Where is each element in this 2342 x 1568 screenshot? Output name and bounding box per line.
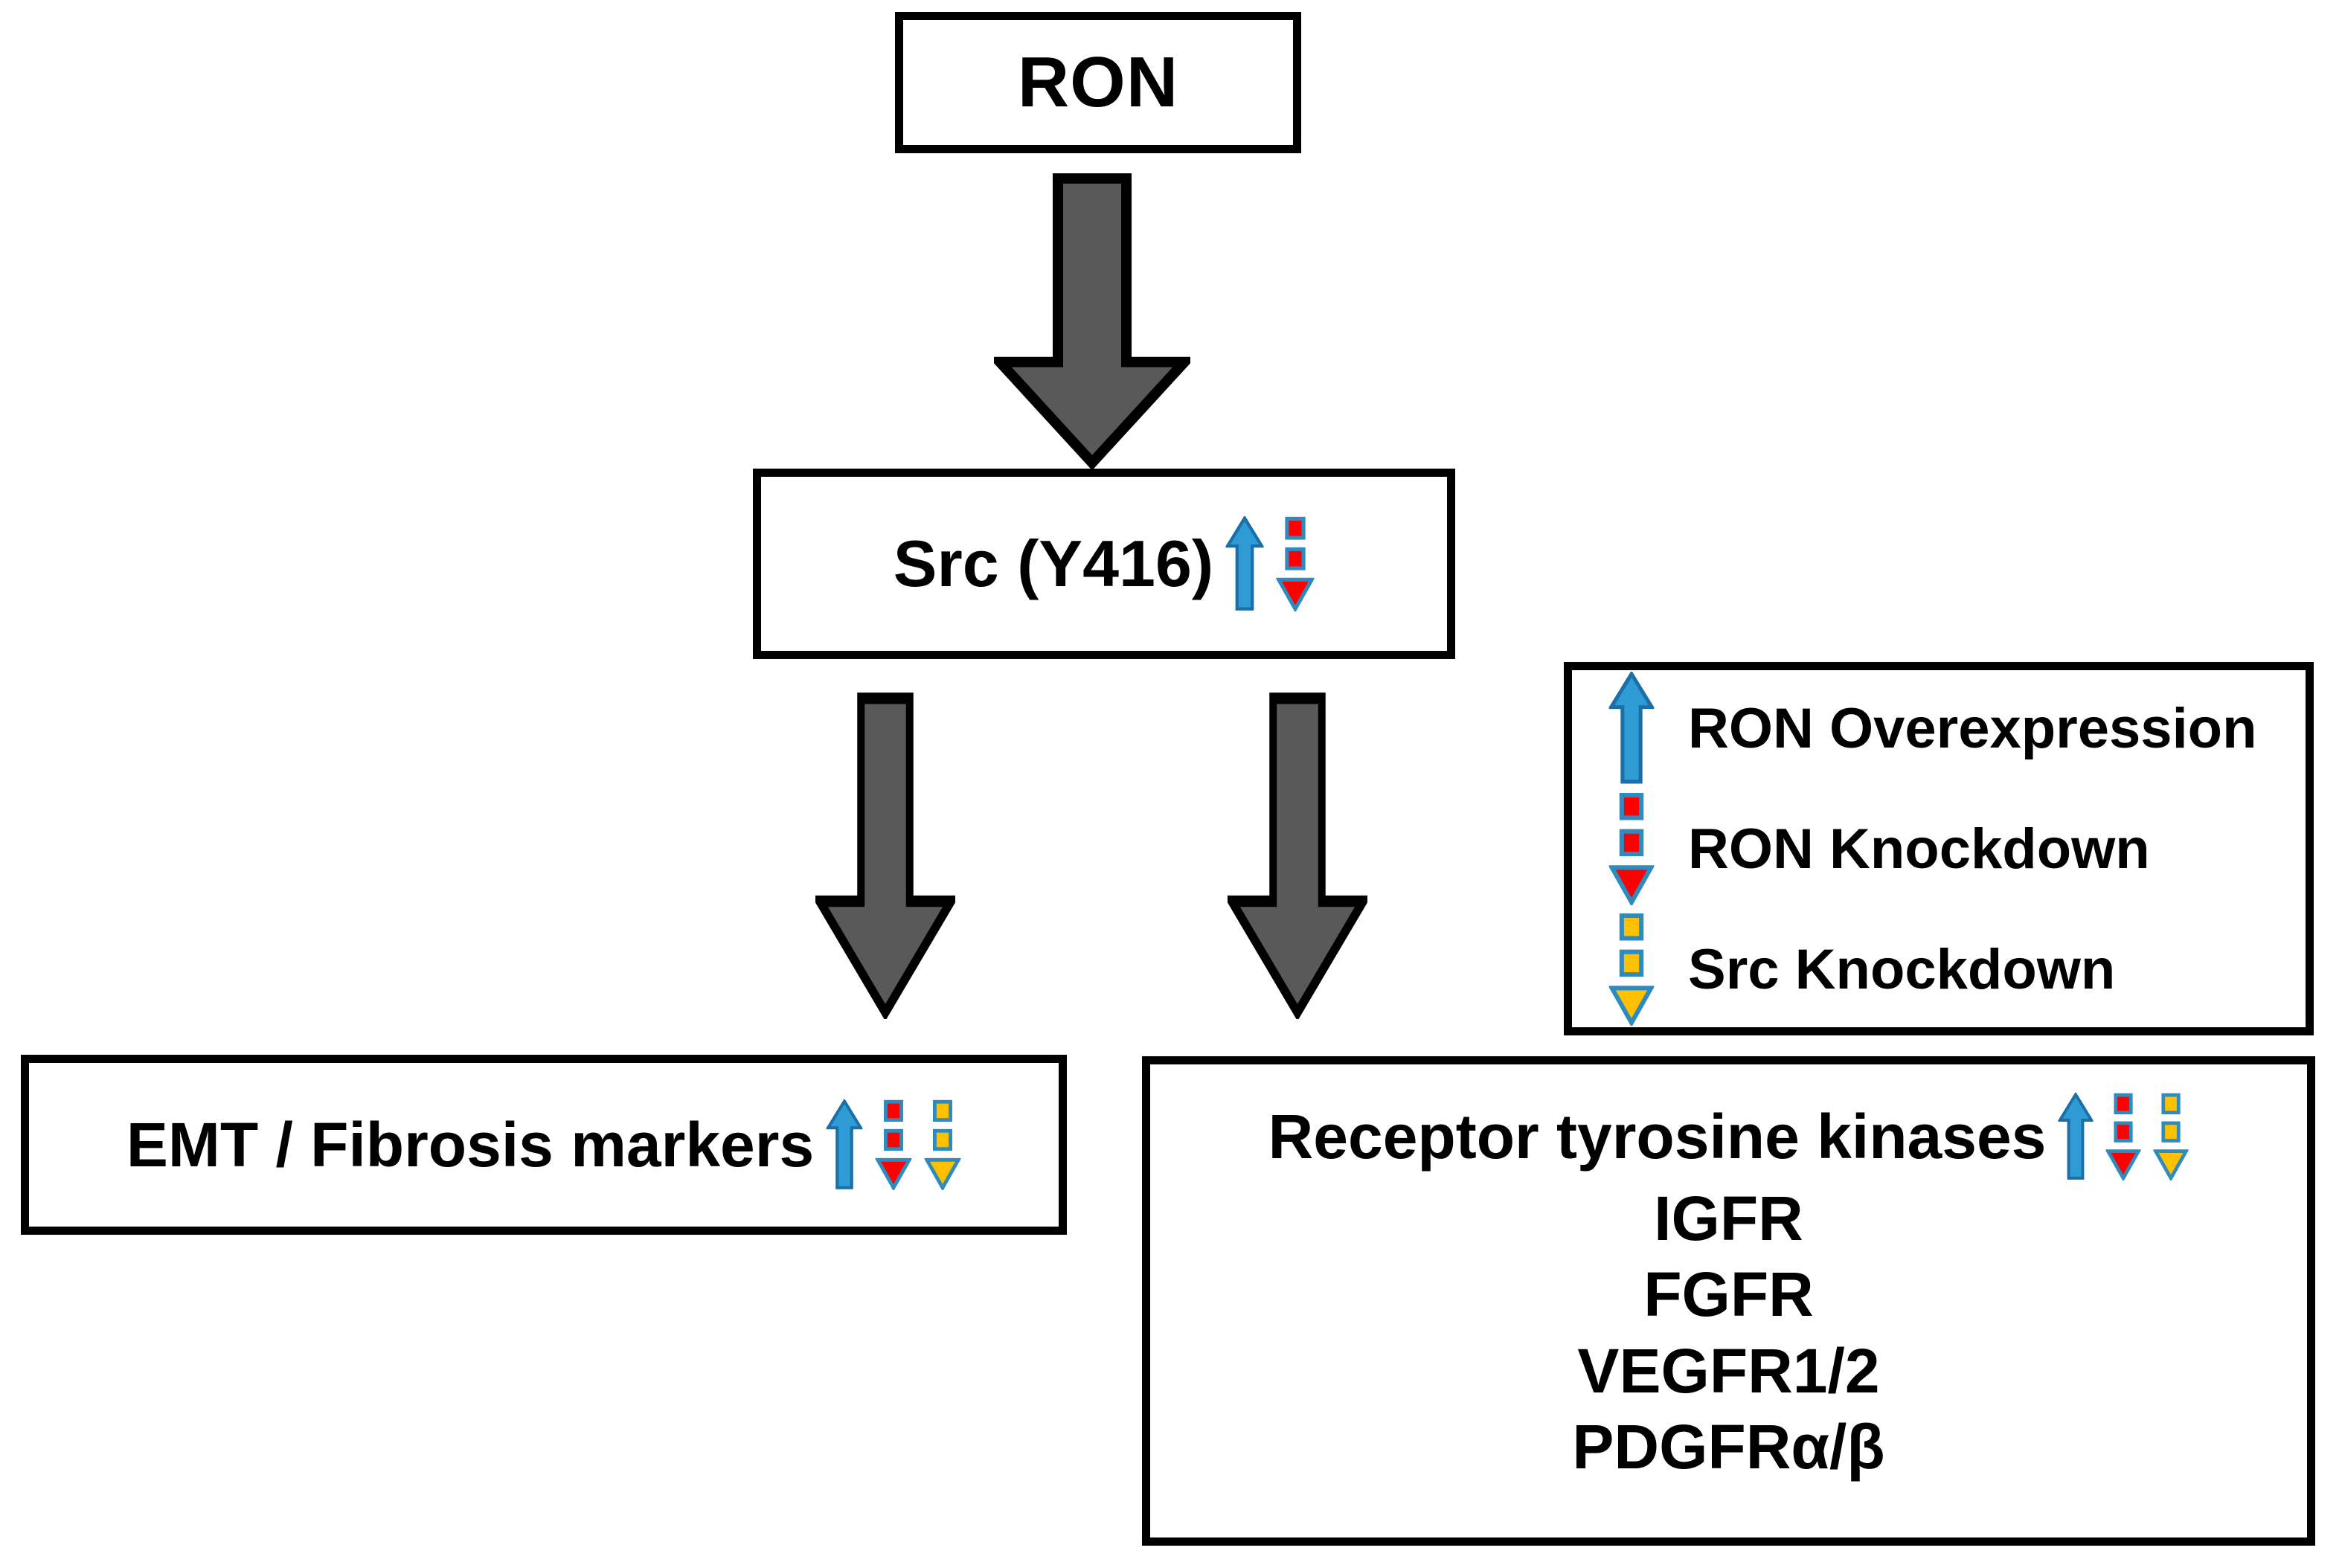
rtk-header-row: Receptor tyrosine kinases — [1268, 1093, 2189, 1180]
node-label-ron: RON — [1017, 42, 1179, 123]
legend-list: RON Overexpression RON Knockdown Src Kno… — [1597, 672, 2306, 1026]
ron-knockdown-down-arrow-icon — [2105, 1093, 2141, 1180]
node-label-emt: EMT / Fibrosis markers — [126, 1109, 815, 1180]
flow-arrow-src-to-emt — [815, 692, 955, 1019]
src-knockdown-down-arrow-icon — [2153, 1093, 2189, 1180]
legend-item-src-knockdown: Src Knockdown — [1597, 913, 2306, 1026]
src-knockdown-down-arrow-icon — [1597, 913, 1666, 1026]
node-box-emt: EMT / Fibrosis markers — [21, 1055, 1067, 1235]
node-label-src: Src (Y416) — [893, 526, 1214, 600]
node-content-src: Src (Y416) — [894, 516, 1315, 611]
node-box-rtk: Receptor tyrosine kinases IGFR FGFR VEGF… — [1142, 1056, 2315, 1546]
legend-box: RON Overexpression RON Knockdown Src Kno… — [1564, 662, 2314, 1035]
node-content-rtk: Receptor tyrosine kinases IGFR FGFR VEGF… — [1268, 1093, 2189, 1485]
node-label-rtk: Receptor tyrosine kinases — [1268, 1101, 2047, 1172]
ron-overexpression-up-arrow-icon — [826, 1099, 863, 1190]
legend-item-ron-knockdown: RON Knockdown — [1597, 792, 2306, 905]
ron-overexpression-up-arrow-icon — [2058, 1093, 2094, 1180]
node-box-src: Src (Y416) — [753, 469, 1455, 659]
legend-item-ron-overexpression: RON Overexpression — [1597, 672, 2306, 785]
ron-knockdown-down-arrow-icon — [1276, 516, 1315, 611]
flow-arrow-ron-to-src — [994, 173, 1190, 469]
rtk-member-vegfr: VEGFR1/2 — [1577, 1335, 1880, 1406]
ron-knockdown-down-arrow-icon — [875, 1099, 912, 1190]
node-content-emt: EMT / Fibrosis markers — [126, 1099, 961, 1190]
src-knockdown-down-arrow-icon — [924, 1099, 961, 1190]
ron-overexpression-up-arrow-icon — [1597, 672, 1666, 785]
rtk-member-fgfr: FGFR — [1643, 1259, 1814, 1330]
legend-label-src-knockdown: Src Knockdown — [1688, 937, 2116, 1001]
node-box-ron: RON — [895, 12, 1301, 153]
legend-label-ron-overexpression: RON Overexpression — [1688, 696, 2257, 760]
ron-overexpression-up-arrow-icon — [1225, 516, 1264, 611]
rtk-member-igfr: IGFR — [1654, 1183, 1803, 1253]
ron-knockdown-down-arrow-icon — [1597, 792, 1666, 905]
rtk-member-pdgfr: PDGFRα/β — [1572, 1412, 1885, 1482]
legend-label-ron-knockdown: RON Knockdown — [1688, 817, 2150, 881]
flow-arrow-src-to-rtk — [1228, 692, 1367, 1019]
